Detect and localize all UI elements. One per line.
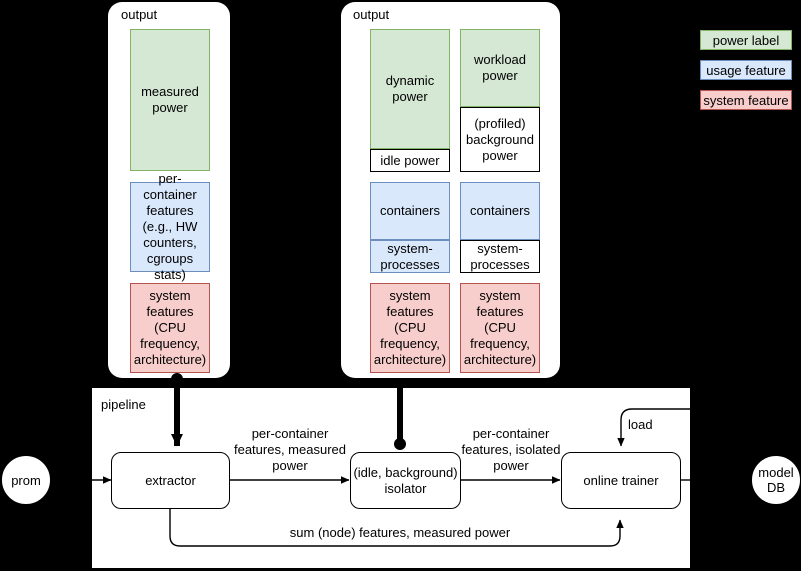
node-online-trainer[interactable]: online trainer [561, 452, 681, 509]
node-extractor[interactable]: extractor [111, 452, 230, 509]
right-box-dynamic-power: dynamic power [370, 29, 450, 149]
pipeline-panel-title: pipeline [101, 397, 146, 412]
output-card-right-title: output [353, 7, 390, 22]
right-box-idle-power: idle power [370, 149, 450, 172]
edge-label-sum-node-features: sum (node) features, measured power [289, 525, 511, 540]
edge-label-extractor-to-isolator: per-container features, measured power [233, 426, 346, 473]
node-model-db[interactable]: model DB [751, 455, 801, 505]
left-box-measured-power: measured power [130, 29, 210, 171]
right-box-containers-a: containers [370, 182, 450, 240]
legend-item-power-label: power label [700, 30, 792, 50]
right-box-containers-b: containers [460, 182, 540, 240]
left-box-per-container-features: per-container features (e.g., HW counter… [130, 171, 210, 282]
legend-item-system-feature: system feature [700, 90, 792, 110]
right-box-system-features-a: system features (CPU frequency, architec… [370, 283, 450, 373]
edge-label-load: load [628, 417, 653, 432]
right-box-system-features-b: system features (CPU frequency, architec… [460, 283, 540, 373]
edge-label-isolator-to-trainer: per-container features, isolated power [461, 426, 561, 473]
node-prom[interactable]: prom [1, 455, 51, 505]
legend-item-usage-feature: usage feature [700, 60, 792, 80]
right-box-workload-power: workload power [460, 29, 540, 107]
right-box-background-power: (profiled) background power [460, 107, 540, 172]
node-isolator[interactable]: (idle, background) isolator [350, 452, 461, 509]
left-box-system-features: system features (CPU frequency, architec… [130, 283, 210, 373]
right-box-system-processes-a: system-processes [370, 240, 450, 273]
right-box-system-processes-b: system-processes [460, 240, 540, 273]
output-card-left-title: output [121, 7, 158, 22]
